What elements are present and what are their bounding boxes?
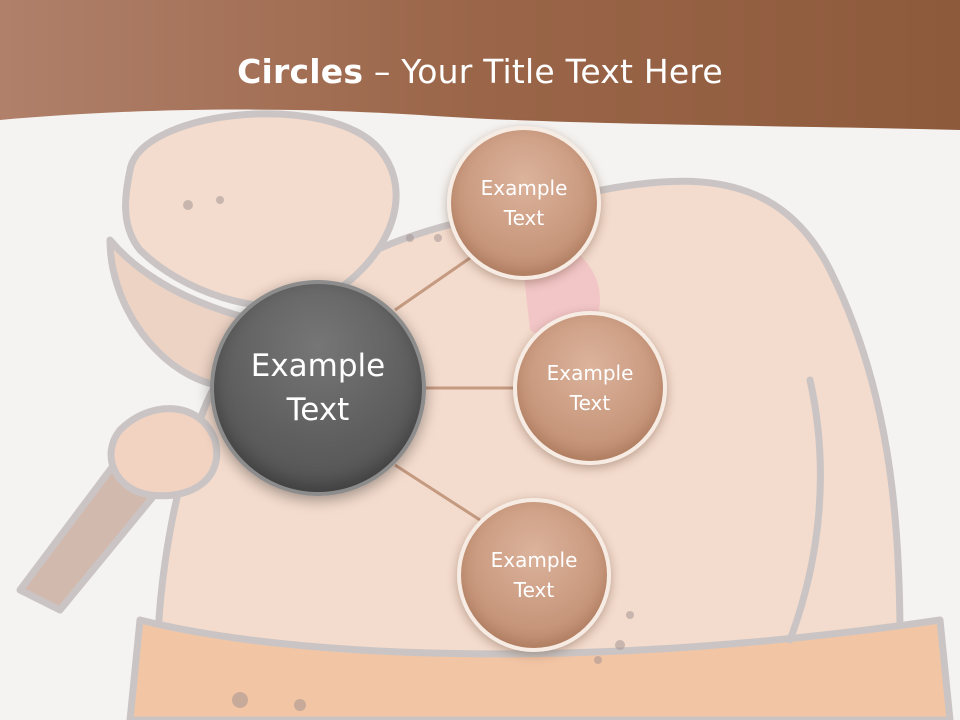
connector-top <box>394 256 471 312</box>
circle-node-middle[interactable]: Example Text <box>513 311 667 465</box>
title-rest: – Your Title Text Here <box>363 52 723 91</box>
page-title: Circles – Your Title Text Here <box>0 52 960 91</box>
center-circle-label: Example Text <box>250 348 386 428</box>
circle-node-bottom[interactable]: Example Text <box>457 498 611 652</box>
title-bold: Circles <box>237 52 364 91</box>
circle-node-top[interactable]: Example Text <box>447 126 601 280</box>
circle-node-label: Example Text <box>546 361 634 415</box>
title-banner <box>0 0 960 130</box>
center-circle[interactable]: Example Text <box>210 280 426 496</box>
connector-bottom <box>394 463 481 522</box>
circle-node-label: Example Text <box>480 176 568 230</box>
circle-node-label: Example Text <box>490 548 578 602</box>
